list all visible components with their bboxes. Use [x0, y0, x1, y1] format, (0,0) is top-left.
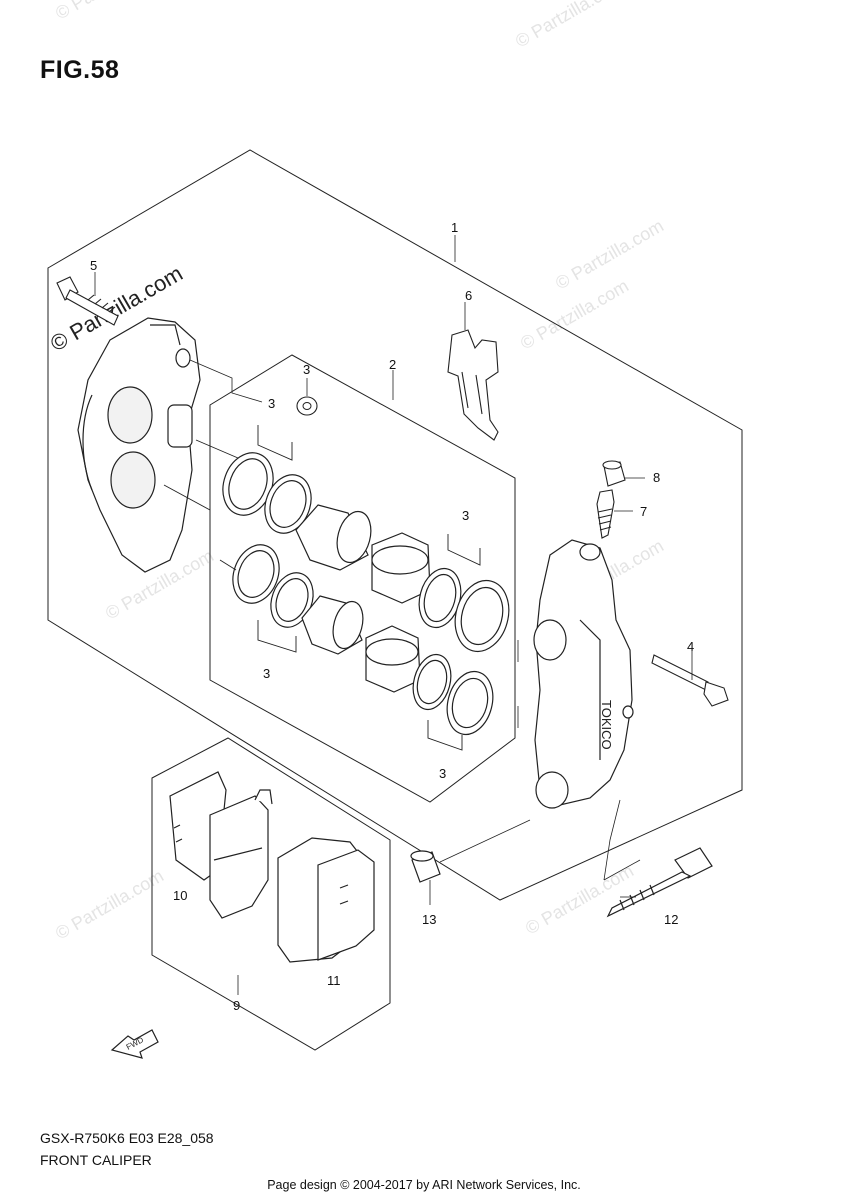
callout-3d: 3	[263, 666, 270, 681]
caliper-left-half	[77, 317, 201, 573]
callout-3c: 3	[462, 508, 469, 523]
pad-pin-part-4	[651, 654, 729, 707]
bolt-part-5	[56, 276, 119, 326]
pad-spring-part-6	[447, 329, 499, 441]
callout-6: 6	[465, 288, 472, 303]
bleeder-cap-part-8	[602, 460, 626, 487]
figure-title: FIG.58	[40, 56, 120, 84]
fwd-arrow-icon: FWD	[110, 1029, 159, 1059]
tokico-marking: TOKICO	[599, 700, 614, 750]
seals-and-pistons	[222, 452, 510, 736]
callout-11: 11	[327, 973, 341, 988]
watermark-text: © Partzilla.com	[517, 275, 632, 353]
callout-12: 12	[664, 912, 678, 927]
callout-5: 5	[90, 258, 97, 273]
callout-10: 10	[173, 888, 187, 903]
caliper-right-half: TOKICO	[533, 539, 634, 809]
watermark-text: © Partzilla.com	[512, 0, 627, 51]
page-design-credit: Page design © 2004-2017 by ARI Network S…	[267, 1178, 581, 1192]
callout-3b: 3	[268, 396, 275, 411]
model-code: GSX-R750K6 E03 E28_058	[40, 1130, 214, 1146]
collar-part-13	[410, 850, 441, 883]
callout-4: 4	[687, 639, 694, 654]
watermark-text: © Partzilla.com	[52, 0, 167, 23]
watermark-text: © Partzilla.com	[522, 860, 637, 938]
mounting-bolt-part-12	[606, 847, 713, 918]
callout-3e: 3	[439, 766, 446, 781]
pad-set-outline	[151, 737, 391, 1051]
section-name: FRONT CALIPER	[40, 1152, 152, 1168]
callout-2: 2	[389, 357, 396, 372]
bleeder-valve-part-7	[596, 489, 615, 539]
brake-pads	[169, 771, 375, 963]
assembly-outline	[47, 149, 743, 901]
callout-labels: 1 2 3 3 3 3 3 4 5 6 7 8 9 10 11 12 13	[90, 220, 694, 1013]
callout-3a: 3	[303, 362, 310, 377]
callout-7: 7	[640, 504, 647, 519]
watermark-text: © Partzilla.com	[52, 865, 167, 943]
callout-13: 13	[422, 912, 436, 927]
callout-1: 1	[451, 220, 458, 235]
callout-8: 8	[653, 470, 660, 485]
callout-9: 9	[233, 998, 240, 1013]
seal-kit-outline	[209, 354, 516, 803]
leader-lines	[94, 235, 693, 995]
callout-brackets	[163, 425, 481, 751]
